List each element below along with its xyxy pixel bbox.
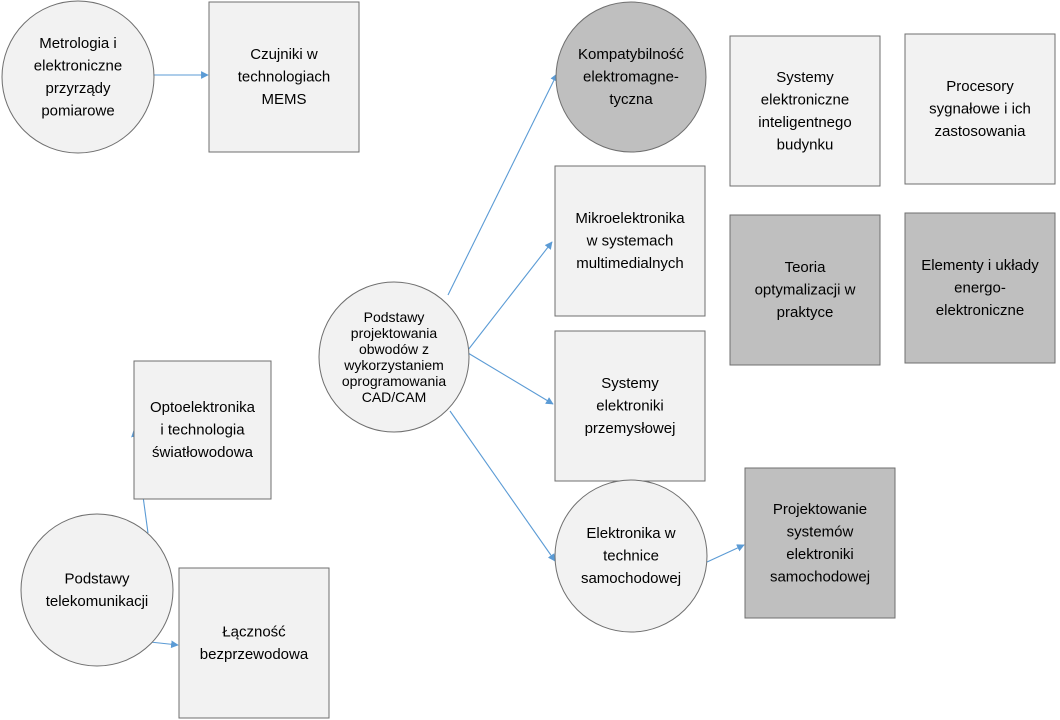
edges-layer [131, 71, 745, 649]
node-label-line: elektroniki [786, 546, 854, 563]
node-box [554, 330, 706, 482]
node-label-line: multimedialnych [576, 255, 684, 272]
node-telekomunikacja: Podstawy telekomunikacji [20, 513, 174, 667]
node-label-line: przemysłowej [585, 420, 676, 437]
arrow-podstawy-projektowania-to-kompatybilnosc [447, 73, 558, 296]
node-teoria: Teoria optymalizacji w praktyce [729, 214, 881, 366]
node-systemy-budynku: Systemy elektroniczne inteligentnego budynk… [729, 35, 881, 187]
arrow-elektronika-samochodowej-to-projektowanie-samochodowej [706, 544, 745, 563]
node-label-line: oprogramowania [342, 373, 446, 389]
node-label-line: elektromagne- [583, 69, 679, 86]
node-circle [20, 513, 174, 667]
node-label-line: budynku [777, 136, 834, 153]
node-mikroelektronika: Mikroelektronika w systemach multimedialny… [554, 165, 706, 317]
node-label-line: systemów [787, 523, 854, 540]
node-elementy: Elementy i układy energo-elektroniczne [904, 212, 1056, 364]
node-label-line: w systemach [586, 233, 674, 250]
node-kompatybilnosc: Kompatybilność elektromagne-tyczna [555, 1, 707, 153]
node-box [208, 1, 360, 153]
node-label-line: samochodowej [581, 570, 681, 587]
node-label-line: elektroniczne [34, 57, 122, 74]
node-circle [1, 0, 155, 154]
node-label-line: technice [603, 548, 659, 565]
node-projektowanie-samochodowej: Projektowanie systemów elektroniki samochod… [744, 467, 896, 619]
node-label-line: Podstawy [364, 309, 425, 325]
arrow-podstawy-projektowania-to-systemy-przemyslowej [467, 352, 554, 405]
node-label-line: samochodowej [770, 568, 870, 585]
node-label-line: Mikroelektronika [575, 210, 685, 227]
node-label-line: wykorzystaniem [343, 357, 444, 373]
node-systemy-przemyslowej: Systemy elektroniki przemysłowej [554, 330, 706, 482]
node-label-line: Podstawy [64, 570, 130, 587]
node-label-line: Teoria [785, 259, 827, 276]
node-label-line: Systemy [601, 375, 659, 392]
node-label-line: Łączność [222, 623, 286, 640]
node-label-line: telekomunikacji [46, 593, 149, 610]
node-metrologia: Metrologia i elektroniczne przyrządy pomiar… [1, 0, 155, 154]
node-label-line: energo- [954, 280, 1006, 297]
node-label-line: inteligentnego [758, 114, 851, 131]
node-label-line: Elementy i układy [921, 257, 1039, 274]
node-label-line: Elektronika w [586, 525, 675, 542]
node-box [729, 214, 881, 366]
node-box [904, 33, 1056, 185]
node-label-line: praktyce [777, 304, 834, 321]
node-procesory: Procesory sygnałowe i ich zastosowania [904, 33, 1056, 185]
node-label-line: Optoelektronika [150, 399, 256, 416]
arrow-podstawy-projektowania-to-mikroelektronika [467, 241, 553, 351]
node-box [133, 360, 272, 500]
node-label-line: Czujniki w [250, 46, 318, 63]
arrow-podstawy-projektowania-to-elektronika-samochodowej [449, 410, 556, 562]
node-label-line: sygnałowe i ich [929, 101, 1031, 118]
node-label-line: elektroniczne [761, 91, 849, 108]
arrow-telekomunikacja-to-lacznosc [149, 640, 179, 649]
node-circle [555, 1, 707, 153]
node-label-line: Systemy [776, 69, 834, 86]
node-label-line: przyrządy [45, 80, 111, 97]
node-label-line: światłowodowa [152, 444, 254, 461]
node-label-line: MEMS [262, 91, 307, 108]
node-label-line: bezprzewodowa [200, 646, 309, 663]
node-label-line: elektroniczne [936, 302, 1024, 319]
node-lacznosc: Łączność bezprzewodowa [178, 567, 330, 719]
node-label-line: technologiach [238, 69, 331, 86]
node-label-line: projektowania [351, 325, 438, 341]
node-box [554, 165, 706, 317]
node-label-line: Projektowanie [773, 501, 867, 518]
node-box [904, 212, 1056, 364]
node-box [744, 467, 896, 619]
node-optoelektronika: Optoelektronika i technologia światłowodow… [133, 360, 272, 500]
node-label-line: Procesory [946, 78, 1014, 95]
node-label-line: pomiarowe [41, 102, 114, 119]
node-label-line: tyczna [609, 91, 653, 108]
node-box [178, 567, 330, 719]
node-label-line: Metrologia i [39, 35, 117, 52]
node-elektronika-samochodowej: Elektronika w technice samochodowej [554, 479, 708, 633]
node-label-line: i technologia [160, 422, 245, 439]
node-label-line: CAD/CAM [362, 389, 427, 405]
node-label-line: zastosowania [935, 123, 1027, 140]
node-circle [318, 281, 470, 433]
node-label-line: obwodów z [359, 341, 429, 357]
node-label-line: optymalizacji w [755, 282, 856, 299]
node-label-line: elektroniki [596, 398, 664, 415]
node-circle [554, 479, 708, 633]
node-label-line: Kompatybilność [578, 46, 684, 63]
node-box [729, 35, 881, 187]
